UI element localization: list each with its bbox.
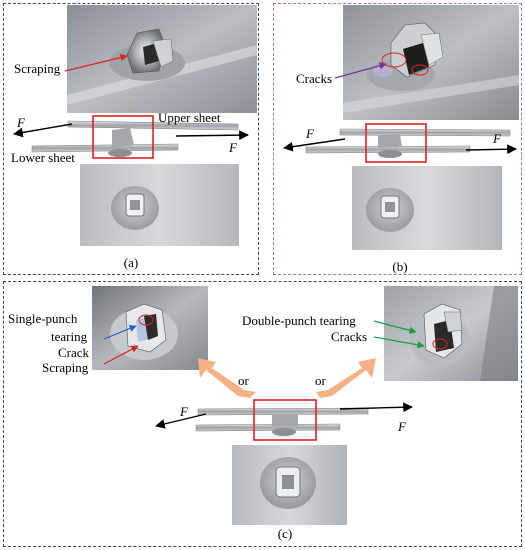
panel-a-highlight-box [92, 115, 154, 159]
panel-a-upper-sheet-label: Upper sheet [158, 110, 221, 125]
panel-b-top-photo [343, 5, 519, 120]
panel-a-lower-sheet-label: Lower sheet [11, 150, 75, 165]
panel-b [273, 3, 522, 275]
panel-c-crack-label: Crack [58, 345, 90, 360]
panel-c-orange-arrow-right [316, 358, 376, 398]
panel-b-cracks-pointer [334, 62, 387, 79]
panel-a-bottom-photo [80, 164, 239, 246]
panel-b-force-left-arrow [283, 138, 346, 152]
panel-a [3, 3, 259, 275]
panel-c [3, 281, 522, 547]
panel-a-scraping-pointer [64, 54, 128, 72]
panel-a-force-right-arrow [175, 130, 249, 141]
panel-c-orange-arrow-left [198, 358, 256, 398]
panel-c-double-punch-pointer [373, 320, 417, 334]
panel-c-force-right-arrow [339, 402, 413, 413]
panel-b-cracks-label: Cracks [296, 71, 333, 86]
panel-c-scraping-pointer [103, 345, 139, 365]
panel-c-right-photo [384, 286, 518, 381]
panel-b-crack-mark-2 [411, 64, 429, 76]
panel-c-scraping-label: Scraping [42, 360, 89, 375]
panel-c-cracks-label: Cracks [331, 329, 368, 344]
panel-c-double-punch-label: Double-punch tearing [242, 313, 356, 328]
panel-c-single-punch-pointer [103, 325, 137, 340]
panel-a-force-left-arrow [13, 123, 73, 138]
panel-c-crack-mark-left [138, 314, 154, 326]
panel-c-force-right-label: F [398, 419, 406, 434]
panel-c-single-punch-label: Single-punch [8, 311, 78, 326]
panel-c-caption: (c) [277, 526, 293, 541]
panel-b-force-right-label: F [493, 131, 501, 146]
panel-c-force-left-label: F [180, 404, 188, 419]
panel-b-highlight-box [365, 123, 427, 163]
panel-a-top-photo [67, 5, 257, 113]
panel-c-force-left-arrow [155, 413, 207, 429]
panel-b-force-left-label: F [306, 126, 314, 141]
panel-c-cracks-pointer [373, 336, 425, 349]
panel-c-highlight-box [253, 399, 317, 441]
panel-b-caption: (b) [392, 259, 408, 274]
panel-a-force-right-label: F [229, 140, 237, 155]
panel-a-caption: (a) [123, 255, 139, 270]
panel-c-crack-mark-right [432, 338, 448, 350]
panel-b-crack-mark-1 [381, 52, 407, 68]
panel-c-tearing-label: tearing [51, 329, 88, 344]
panel-c-bottom-photo [232, 445, 347, 525]
panel-a-force-left-label: F [17, 115, 25, 130]
panel-b-force-right-arrow [465, 144, 517, 155]
panel-c-or-left-label: or [238, 373, 249, 388]
panel-a-scraping-label: Scraping [14, 61, 61, 76]
panel-c-or-right-label: or [315, 373, 326, 388]
panel-b-bottom-photo [352, 166, 502, 250]
panel-c-left-photo [92, 286, 208, 370]
